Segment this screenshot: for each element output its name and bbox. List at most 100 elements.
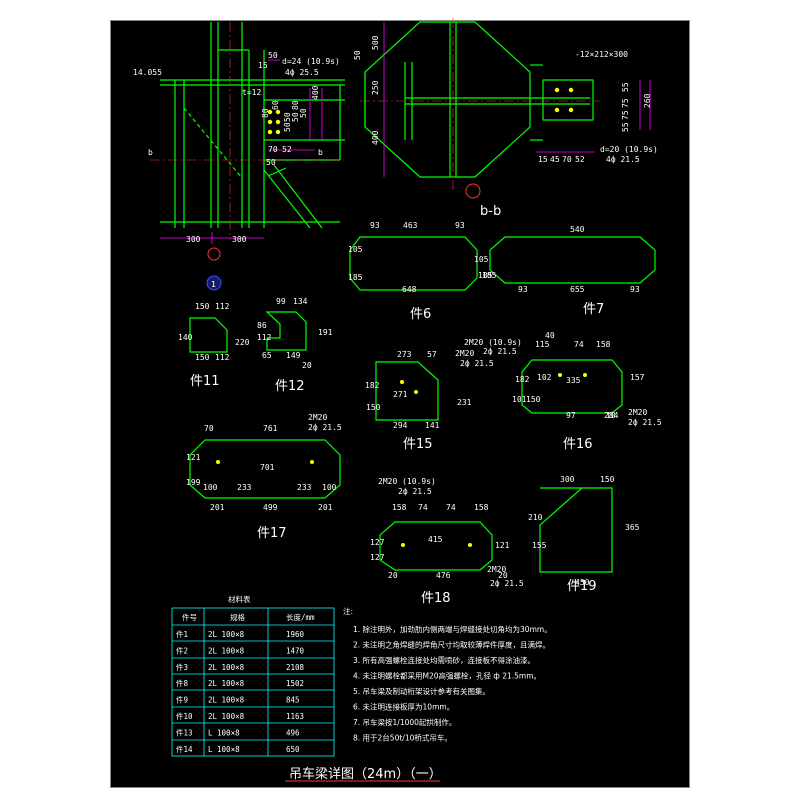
dimension-text: 105 <box>478 271 493 280</box>
part-6-shape <box>349 236 478 291</box>
dimension-text: 2M20 <box>455 349 474 358</box>
dimension-text: 2M20 (10.9s) <box>378 477 436 486</box>
dimension-text: 199 <box>186 478 201 487</box>
bolt-note: d=20 (10.9s) <box>600 145 658 154</box>
table-cell: 件9 <box>176 695 188 705</box>
dimension-text: 233 <box>297 483 312 492</box>
dimension-text: 52 <box>282 145 292 154</box>
table-cell: 2L 100×8 <box>208 696 245 705</box>
part-label-p17: 件17 <box>257 526 287 541</box>
dimension-text: 50 <box>268 51 278 60</box>
section-bubble <box>465 183 481 199</box>
dimension-text: 112 <box>215 302 230 311</box>
dimension-text: 70 <box>268 145 278 154</box>
bolt-group-bb <box>554 87 574 113</box>
dimension-text: 65 <box>262 351 272 360</box>
dimension-text: 105 <box>348 245 363 254</box>
bolt-group <box>267 109 281 135</box>
dimension-text: 300 <box>186 235 201 244</box>
dimension-text: 150 <box>195 353 210 362</box>
note-line: 6. 未注明连接板厚为10mm。 <box>353 702 454 712</box>
dimension-text: 191 <box>318 328 333 337</box>
dimension-text: 2ф 21.5 <box>398 487 432 496</box>
dimension-text: 57 <box>427 350 437 359</box>
section-outline <box>364 21 531 178</box>
note-line: 8. 用于2台50t/10桥式吊车。 <box>353 733 452 743</box>
part-19-shape <box>539 487 613 573</box>
bolt-note: 4ф 25.5 <box>285 68 319 77</box>
dimension-text: 400 <box>371 130 380 145</box>
table-cell: 650 <box>286 745 300 754</box>
table-cell: 1960 <box>286 630 305 639</box>
dimension-text: 250 <box>371 80 380 95</box>
notes-heading: 注: <box>343 606 353 616</box>
dimension-text: 70 <box>562 155 572 164</box>
table-cell: 2L 100×8 <box>208 646 245 655</box>
dimension-text: 101 <box>512 395 527 404</box>
dimension-text: 155 <box>532 541 547 550</box>
material-table-grid <box>171 607 335 757</box>
detail-bubble <box>207 247 221 261</box>
dimension-text: 220 <box>235 338 250 347</box>
dimension-text: 150 <box>526 395 541 404</box>
table-cell: 件3 <box>176 662 188 672</box>
dimension-text: 93 <box>370 221 380 230</box>
dimension-text: 2M20 <box>628 408 647 417</box>
dimension-text: 55 <box>621 122 630 132</box>
part-label-p15: 件15 <box>403 437 433 452</box>
bolt-note: d=24 (10.9s) <box>282 57 340 66</box>
dimension-text: 93 <box>455 221 465 230</box>
part-label-p11: 件11 <box>190 374 220 389</box>
dimension-text: 2M20 <box>308 413 327 422</box>
dimension-text: 273 <box>397 350 412 359</box>
dimension-text: 2ф 21.5 <box>628 418 662 427</box>
dimension-text: 185 <box>348 273 363 282</box>
inner-diagonal <box>183 107 243 179</box>
note-line: 2. 未注明之角焊缝的焊角尺寸均取较薄焊件厚度，且满焊。 <box>353 640 550 650</box>
dimension-text: 499 <box>263 503 278 512</box>
dimension-text: 158 <box>596 340 611 349</box>
table-cell: 2108 <box>286 663 305 672</box>
part-15-shape <box>375 361 439 421</box>
table-header: 长度/mm <box>286 612 315 622</box>
table-cell: 件14 <box>176 744 193 754</box>
dimension-text: 105 <box>474 255 489 264</box>
dimension-text: 233 <box>237 483 252 492</box>
dimension-text: 20 <box>498 571 508 580</box>
plate-spec: -12×212×300 <box>575 50 628 59</box>
dimension-text: 2ф 21.5 <box>308 423 342 432</box>
brace <box>273 164 323 229</box>
detail-marker <box>206 275 222 291</box>
dimension-text: 93 <box>630 285 640 294</box>
note-line: 1. 除注明外，加劲肋内侧两端与焊缝接处切角均为30mm。 <box>353 624 552 634</box>
section-mark-left: b <box>148 148 153 157</box>
table-cell: 2L 100×8 <box>208 712 245 721</box>
view-bb-section <box>360 18 651 199</box>
dimension-text: 158 <box>474 503 489 512</box>
dimension-text: 655 <box>570 285 585 294</box>
dimension-text: 50 <box>299 108 308 118</box>
part-label-p7: 件7 <box>583 302 604 317</box>
section-label: b-b <box>480 204 501 219</box>
table-cell: 件13 <box>176 727 193 737</box>
dimension-text: 20 <box>388 571 398 580</box>
dimension-text: 149 <box>286 351 301 360</box>
dimension-text: 476 <box>436 571 451 580</box>
dimension-text: 50 <box>353 50 362 60</box>
table-cell: 1163 <box>286 712 304 721</box>
dimension-text: 52 <box>575 155 585 164</box>
part-label-p12: 件12 <box>275 379 305 394</box>
dimension-text: 2M20 (10.9s) <box>464 338 522 347</box>
dimension-text: 55 <box>621 82 630 92</box>
dimension-text: 127 <box>370 538 385 547</box>
dimension-text: 74 <box>418 503 428 512</box>
table-cell: 件8 <box>176 678 188 688</box>
dimension-text: 185 <box>482 271 497 280</box>
part-label-p19: 件19 <box>567 579 597 594</box>
table-cell: 1502 <box>286 679 304 688</box>
dimension-text: 450 <box>575 578 590 587</box>
table-cell: 845 <box>286 696 300 705</box>
part-12-shape <box>265 311 307 351</box>
